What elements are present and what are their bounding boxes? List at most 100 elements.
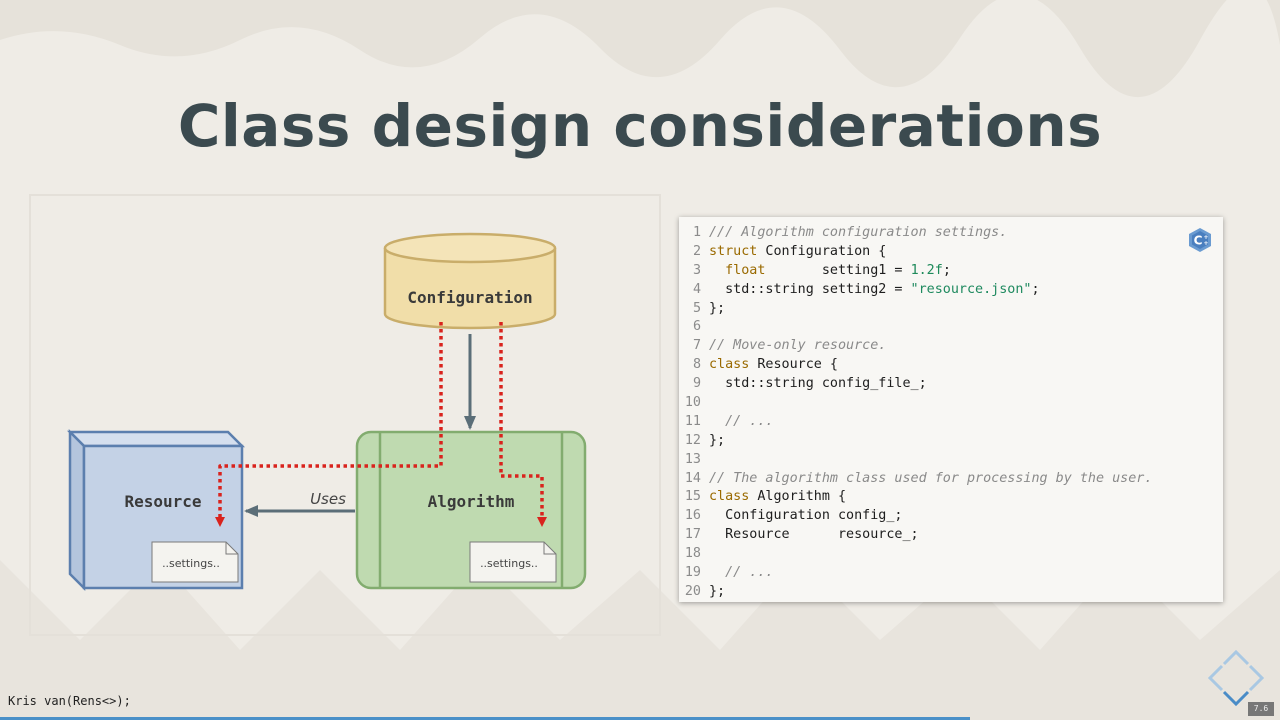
nav-left-icon[interactable] (1208, 664, 1224, 692)
slide-title: Class design considerations (177, 92, 1103, 160)
code-text: float setting1 = 1.2f; (709, 262, 951, 281)
code-line: 2 struct Configuration { (679, 243, 1152, 262)
code-line: 20}; (679, 583, 1152, 602)
code-text: struct Configuration { (709, 243, 886, 262)
line-number: 5 (692, 300, 701, 316)
config-to-algorithm-settings-arrow (499, 322, 547, 527)
code-text: std::string setting2 = "resource.json"; (709, 281, 1040, 300)
code-text: // ... (709, 564, 774, 583)
code-line: 19 // ... (679, 564, 1152, 583)
line-number: 17 (684, 527, 701, 543)
code-line: 3 float setting1 = 1.2f; (679, 262, 1152, 281)
algorithm-settings-note: ..settings.. (469, 541, 557, 583)
code-token: "resource.json" (910, 281, 1032, 297)
line-number: 13 (684, 451, 701, 467)
presenter-footer: Kris van(Rens<>); (8, 694, 131, 708)
code-line: 12}; (679, 432, 1152, 451)
code-text: class Resource { (709, 356, 838, 375)
code-token: Resource resource_; (709, 527, 919, 543)
code-text: // ... (709, 413, 774, 432)
nav-down-icon[interactable] (1222, 690, 1250, 707)
line-number: 10 (684, 395, 701, 411)
code-token: ; (1031, 281, 1040, 297)
code-line: 15 class Algorithm { (679, 488, 1152, 507)
slide-progress-bar (0, 717, 971, 720)
code-line: 5}; (679, 300, 1152, 319)
code-line: 17 Resource resource_; (679, 526, 1152, 545)
code-line: 14 // The algorithm class used for proces… (679, 470, 1153, 489)
line-number: 3 (692, 262, 701, 278)
code-token: // The algorithm class used for processi… (709, 470, 1153, 486)
code-token: }; (709, 300, 726, 316)
slide-navigation[interactable] (1208, 648, 1264, 710)
svg-text:+: + (1203, 240, 1208, 247)
code-line: 7 // Move-only resource. (679, 337, 1152, 356)
svg-text:C: C (1194, 234, 1203, 248)
uses-label: Uses (310, 490, 346, 508)
line-number: 9 (692, 376, 701, 392)
code-line: 18 (679, 545, 1152, 564)
code-token: class (709, 489, 750, 505)
nav-right-icon[interactable] (1248, 664, 1264, 692)
line-number: 19 (684, 565, 701, 581)
config-to-resource-settings-arrow (215, 322, 443, 527)
code-line: 16 Configuration config_; (679, 507, 1152, 526)
algorithm-note-text: ..settings.. (480, 557, 538, 570)
code-line: 11 // ... (679, 413, 1152, 432)
line-number: 7 (692, 338, 701, 354)
code-text: // Move-only resource. (709, 337, 886, 356)
code-token: 1.2f (910, 262, 943, 278)
resource-label: Resource (124, 492, 201, 511)
code-text: }; (709, 583, 725, 602)
code-line: 1 /// Algorithm configuration settings. (679, 224, 1152, 243)
algorithm-label: Algorithm (428, 492, 515, 511)
line-number: 15 (684, 489, 701, 505)
code-token: /// Algorithm configuration settings. (709, 225, 1008, 240)
code-text: Resource resource_; (709, 526, 919, 545)
line-number: 1 (692, 225, 701, 240)
code-token: // ... (709, 565, 774, 581)
code-token: setting1 = (765, 262, 911, 278)
line-number: 12 (684, 432, 701, 448)
code-token: struct (709, 243, 758, 259)
code-token: // Move-only resource. (709, 338, 887, 354)
code-text: Configuration config_; (709, 507, 902, 526)
code-line: 8 class Resource { (679, 356, 1152, 375)
code-text: class Algorithm { (709, 488, 846, 507)
line-number: 2 (692, 243, 701, 259)
line-number: 16 (684, 508, 701, 524)
line-number: 8 (692, 357, 701, 373)
line-number: 20 (684, 583, 701, 599)
resource-note-text: ..settings.. (162, 557, 220, 570)
code-text: std::string config_file_; (709, 375, 927, 394)
resource-settings-note: ..settings.. (151, 541, 239, 583)
code-line: 4 std::string setting2 = "resource.json"… (679, 281, 1152, 300)
code-token: }; (709, 583, 726, 599)
code-token: float (709, 262, 766, 278)
code-token: std::string config_file_; (709, 376, 927, 392)
line-number: 6 (692, 319, 701, 335)
code-line: 9 std::string config_file_; (679, 375, 1152, 394)
nav-up-icon[interactable] (1222, 649, 1250, 666)
code-text: /// Algorithm configuration settings. (709, 224, 1007, 243)
code-text: }; (709, 432, 725, 451)
code-token: ; (942, 262, 951, 278)
code-token: // ... (709, 413, 774, 429)
algorithm-node: Algorithm ..settings.. (355, 430, 587, 590)
code-token: Configuration config_; (709, 508, 903, 524)
svg-text:+: + (1203, 234, 1208, 241)
resource-node: Resource ..settings.. (66, 428, 246, 592)
line-number: 14 (684, 470, 701, 486)
code-text: }; (709, 300, 725, 319)
code-token: class (709, 357, 750, 373)
code-token: Configuration { (757, 243, 887, 259)
code-text: // The algorithm class used for processi… (709, 470, 1152, 489)
line-number: 18 (684, 546, 701, 562)
slide-number: 7.6 (1248, 702, 1274, 716)
code-line: 6 (679, 318, 1152, 337)
configuration-node: Configuration (383, 232, 557, 330)
line-number: 11 (684, 413, 701, 429)
class-diagram: Configuration Resource ..settings.. Algo… (66, 232, 587, 592)
code-token: Resource { (749, 357, 838, 373)
